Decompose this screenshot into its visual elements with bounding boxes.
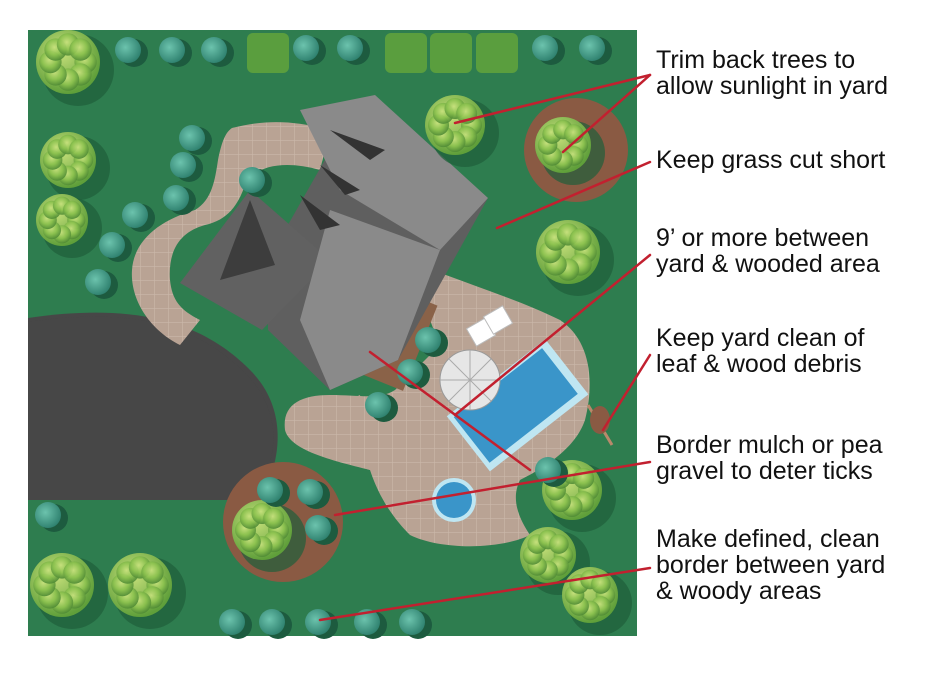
shrub-icon	[219, 609, 252, 639]
callout-line: border between yard	[656, 551, 886, 579]
callout-line: & woody areas	[656, 577, 822, 605]
callout-line: gravel to deter ticks	[656, 457, 873, 485]
shrub-icon	[35, 502, 68, 532]
shrub-icon	[532, 35, 565, 65]
leader-distance	[453, 253, 652, 417]
shrub-icon	[305, 515, 338, 545]
tree-icon	[40, 132, 110, 200]
leader-grass	[495, 160, 652, 230]
callout-line: Keep yard clean of	[656, 324, 865, 352]
tree-icon	[535, 117, 605, 185]
callout-line: Border mulch or pea	[656, 431, 883, 459]
leader-trim-trees-2	[561, 73, 652, 154]
shrub-icon	[170, 152, 203, 182]
hedge-icon	[247, 33, 518, 73]
leader-debris	[601, 353, 652, 432]
callout-line: leaf & wood debris	[656, 350, 862, 378]
umbrella-icon	[439, 349, 501, 411]
callout-line: yard & wooded area	[656, 250, 880, 278]
shrub-icon	[115, 37, 148, 67]
callout-debris: Keep yard clean of leaf & wood debris	[656, 325, 864, 377]
tree-icon	[36, 30, 114, 106]
callout-line: allow sunlight in yard	[656, 72, 889, 100]
shrub-icon	[354, 609, 387, 639]
callout-trim-trees: Trim back trees to allow sunlight in yar…	[656, 47, 888, 99]
shrub-icon	[85, 269, 118, 299]
shrub-icon	[337, 35, 370, 65]
tree-icon	[30, 553, 108, 629]
callout-leader-lines	[318, 73, 652, 622]
callout-grass: Keep grass cut short	[656, 147, 885, 173]
shrub-icon	[579, 35, 612, 65]
callout-line: Make defined, clean	[656, 525, 880, 553]
shrub-icon	[365, 392, 398, 422]
shrub-icon	[259, 609, 292, 639]
shrub-icon	[159, 37, 192, 67]
pool	[432, 339, 589, 522]
shrub-icon	[297, 479, 330, 509]
tree-icon	[232, 500, 306, 572]
shrub-icon	[163, 185, 196, 215]
shrub-icon	[201, 37, 234, 67]
shrub-icon	[122, 202, 155, 232]
shrub-icon	[415, 327, 448, 357]
leader-distance-2	[368, 350, 532, 472]
tree-icon	[562, 567, 632, 635]
callout-line: 9’ or more between	[656, 224, 870, 252]
shrub-icon	[399, 609, 432, 639]
callout-mulch: Border mulch or pea gravel to deter tick…	[656, 432, 883, 484]
leader-trim-trees-1	[453, 73, 652, 125]
shrub-icon	[293, 35, 326, 65]
leader-mulch	[333, 460, 652, 517]
tree-icon	[36, 194, 102, 258]
shrub-icon	[179, 125, 212, 155]
patio-main	[284, 265, 590, 547]
leader-border	[318, 566, 652, 622]
lounge-chair-icon	[465, 305, 514, 347]
callout-line: Keep grass cut short	[656, 146, 886, 174]
callout-border: Make defined, clean border between yard …	[656, 526, 885, 604]
callout-distance: 9’ or more between yard & wooded area	[656, 225, 880, 277]
house-roof	[180, 95, 488, 390]
tree-icon	[536, 220, 614, 296]
shrub-icon	[35, 35, 612, 639]
tree-icon	[108, 553, 186, 629]
shrub-icon	[99, 232, 132, 262]
shrub-icon	[239, 167, 272, 197]
patio-walkway	[131, 122, 330, 345]
callout-line: Trim back trees to	[656, 46, 856, 74]
shrub-icon	[257, 477, 290, 507]
